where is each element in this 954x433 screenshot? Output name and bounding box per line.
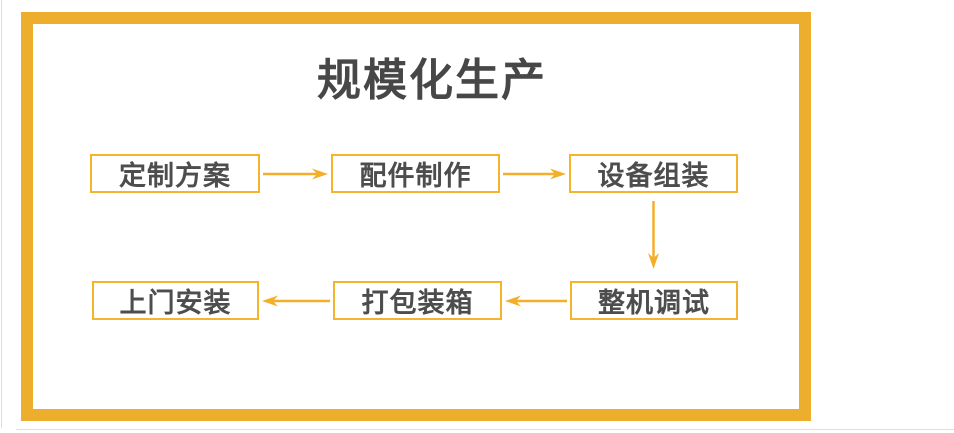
flow-step-custom-plan: 定制方案 (90, 154, 260, 193)
page-edge-line-bottom (16, 429, 954, 430)
diagram-title: 规模化生产 (317, 56, 547, 105)
flow-step-onsite-installation: 上门安装 (92, 281, 259, 320)
flowchart-frame (21, 12, 811, 421)
page-edge-line-left (1, 0, 2, 428)
flow-step-equipment-assembly: 设备组装 (569, 154, 738, 193)
flow-step-parts-making: 配件制作 (331, 154, 500, 193)
flow-step-machine-debugging: 整机调试 (570, 281, 738, 320)
flow-step-packing-boxing: 打包装箱 (333, 281, 502, 320)
